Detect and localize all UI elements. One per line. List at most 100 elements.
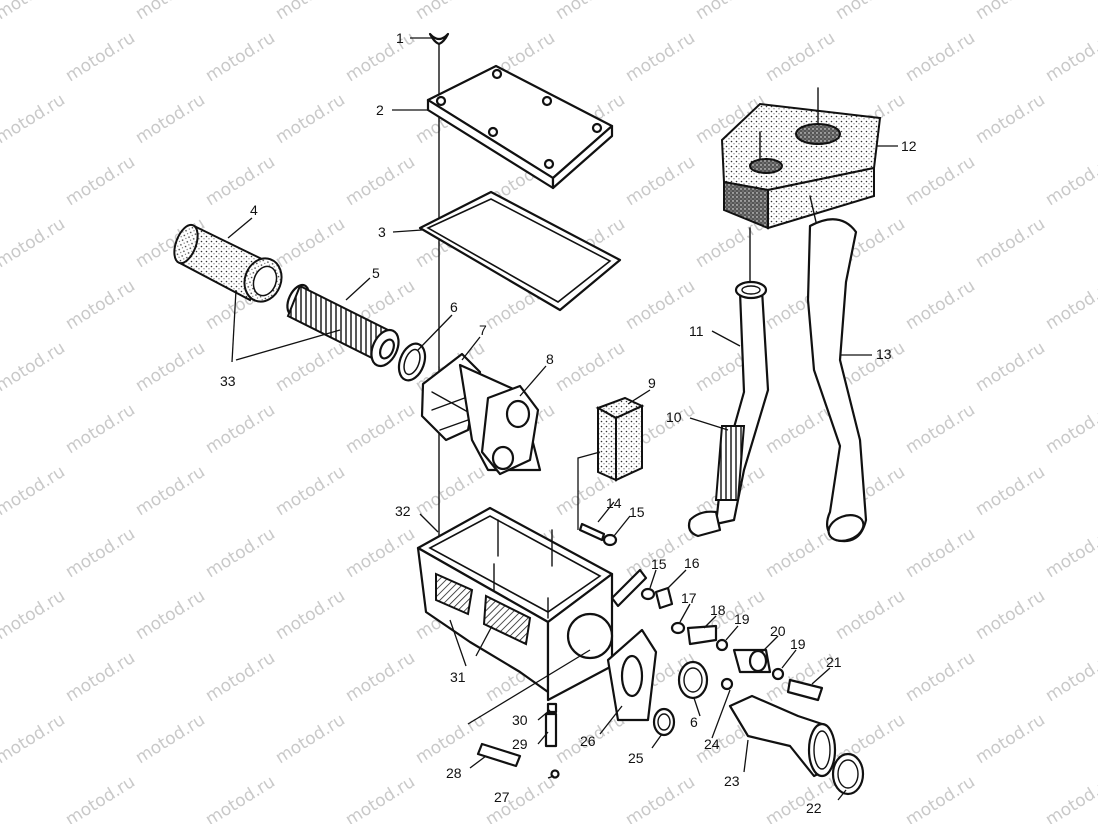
- label-16: 16: [684, 555, 700, 571]
- watermark-text: motod.ru: [0, 90, 69, 148]
- watermark-text: motod.ru: [342, 400, 419, 458]
- label-9: 9: [648, 375, 656, 391]
- air-filter-element: [286, 283, 400, 368]
- label-30: 30: [512, 712, 528, 728]
- label-1: 1: [396, 30, 404, 46]
- bracket: [610, 568, 648, 608]
- watermark-text: motod.ru: [342, 772, 419, 824]
- watermark-text: motod.ru: [762, 524, 839, 582]
- foam-block: [595, 396, 645, 482]
- label-32: 32: [395, 503, 411, 519]
- watermark-text: motod.ru: [972, 90, 1049, 148]
- label-17: 17: [681, 590, 697, 606]
- label-11: 11: [689, 323, 704, 339]
- watermark-text: motod.ru: [202, 28, 279, 86]
- label-4: 4: [250, 202, 258, 218]
- watermark-text: motod.ru: [272, 0, 349, 24]
- watermark-text: motod.ru: [132, 0, 209, 24]
- grommet-17: [670, 621, 686, 635]
- watermark-text: motod.ru: [1042, 400, 1098, 458]
- outlet-duct: [728, 694, 837, 778]
- label-13: 13: [876, 346, 892, 362]
- label-23: 23: [724, 773, 740, 789]
- watermark-text: motod.ru: [342, 524, 419, 582]
- watermark-text: motod.ru: [202, 648, 279, 706]
- watermark-text: motod.ru: [0, 710, 69, 768]
- watermark-text: motod.ru: [202, 400, 279, 458]
- watermark-text: motod.ru: [0, 462, 69, 520]
- watermark-text: motod.ru: [0, 214, 69, 272]
- spacer-18: [686, 624, 718, 646]
- watermark-text: motod.ru: [1042, 276, 1098, 334]
- watermark-text: motod.ru: [692, 0, 769, 24]
- grommet-24: [720, 677, 734, 691]
- watermark-text: motod.ru: [552, 0, 629, 24]
- washer-19b: [771, 667, 785, 681]
- label-18: 18: [710, 602, 726, 618]
- watermark-text: motod.ru: [62, 28, 139, 86]
- watermark-text: motod.ru: [902, 648, 979, 706]
- label-22: 22: [806, 800, 822, 816]
- watermark-text: motod.ru: [272, 462, 349, 520]
- watermark-text: motod.ru: [832, 586, 909, 644]
- watermark-text: motod.ru: [342, 648, 419, 706]
- baffle-housing: [458, 363, 542, 476]
- label-19-left: 19: [734, 611, 750, 627]
- watermark-text: motod.ru: [972, 0, 1049, 24]
- intake-duct-long: [806, 195, 868, 543]
- prefilter-sleeve: [173, 223, 283, 303]
- watermark-text: motod.ru: [62, 524, 139, 582]
- label-6: 6: [450, 299, 458, 315]
- watermark-text: motod.ru: [0, 0, 69, 24]
- label-15-lower: 15: [651, 556, 667, 572]
- watermark-text: motod.ru: [1042, 28, 1098, 86]
- wing-nut: [428, 32, 450, 46]
- watermark-text: motod.ru: [412, 0, 489, 24]
- label-26: 26: [580, 733, 596, 749]
- label-27: 27: [494, 789, 510, 805]
- watermark-text: motod.ru: [622, 772, 699, 824]
- airbox-cover: [426, 64, 614, 190]
- watermark-text: motod.ru: [902, 28, 979, 86]
- watermark-text: motod.ru: [972, 710, 1049, 768]
- watermark-text: motod.ru: [972, 214, 1049, 272]
- drain-tube-29: [544, 712, 558, 748]
- label-21: 21: [826, 654, 842, 670]
- label-12: 12: [901, 138, 917, 154]
- watermark-text: motod.ru: [972, 586, 1049, 644]
- watermark-text: motod.ru: [272, 586, 349, 644]
- washer-15b: [640, 587, 656, 601]
- watermark-text: motod.ru: [132, 338, 209, 396]
- label-6-lower: 6: [690, 714, 698, 730]
- label-31: 31: [450, 669, 466, 685]
- watermark-text: motod.ru: [132, 586, 209, 644]
- watermark-text: motod.ru: [62, 276, 139, 334]
- strap-28: [476, 742, 522, 768]
- watermark-text: motod.ru: [552, 338, 629, 396]
- watermark-text: motod.ru: [342, 152, 419, 210]
- label-25: 25: [628, 750, 644, 766]
- watermark-text: motod.ru: [1042, 524, 1098, 582]
- label-15-upper: 15: [629, 504, 645, 520]
- silencer-foam: [720, 87, 882, 230]
- o-ring-lower: [677, 660, 709, 700]
- watermark-text: motod.ru: [622, 276, 699, 334]
- watermark-text: motod.ru: [972, 338, 1049, 396]
- label-20: 20: [770, 623, 786, 639]
- label-2: 2: [376, 102, 384, 118]
- label-7: 7: [479, 322, 487, 338]
- label-8: 8: [546, 351, 554, 367]
- label-28: 28: [446, 765, 462, 781]
- watermark-text: motod.ru: [62, 648, 139, 706]
- watermark-text: motod.ru: [622, 152, 699, 210]
- watermark-text: motod.ru: [972, 462, 1049, 520]
- nut-16: [654, 586, 674, 610]
- watermark-text: motod.ru: [272, 90, 349, 148]
- watermark-text: motod.ru: [132, 710, 209, 768]
- watermark-text: motod.ru: [762, 772, 839, 824]
- o-ring-upper: [397, 342, 427, 382]
- watermark-text: motod.ru: [902, 524, 979, 582]
- label-10: 10: [666, 409, 682, 425]
